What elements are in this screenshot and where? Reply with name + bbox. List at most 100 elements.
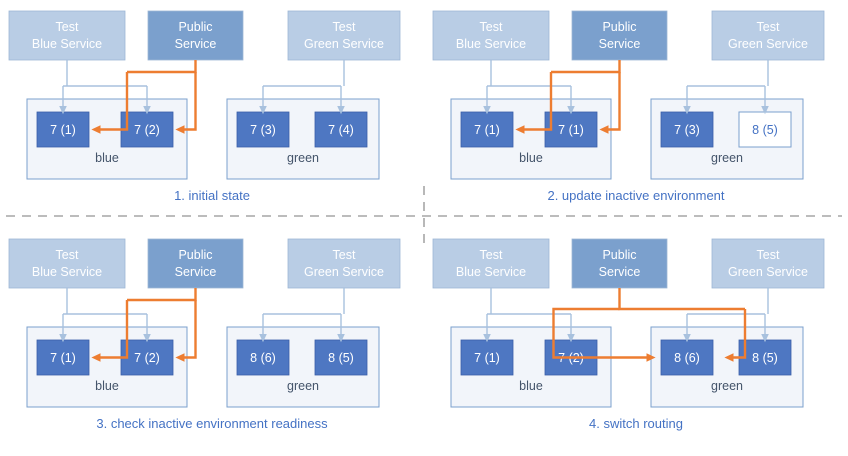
service-test-green-rect[interactable] (287, 10, 401, 61)
instance-green-2[interactable]: 7 (4) (314, 111, 368, 148)
service-test-blue-line1: Test (480, 20, 503, 34)
public-arrow-blue-1 (91, 72, 129, 134)
instance-green-1[interactable]: 7 (3) (236, 111, 290, 148)
service-test-blue-line1: Test (56, 248, 79, 262)
service-test-green-rect[interactable] (711, 10, 825, 61)
service-test-blue-line1: Test (480, 248, 503, 262)
service-test-blue-line2: Blue Service (32, 265, 102, 279)
service-test-blue-rect[interactable] (8, 10, 126, 61)
instance-green-2-label: 8 (5) (328, 351, 354, 365)
connector-test-green (259, 60, 345, 115)
instance-green-2-label: 7 (4) (328, 123, 354, 137)
service-public-line2: Service (599, 265, 641, 279)
service-public-rect[interactable] (571, 10, 668, 61)
service-test-green-line2: Green Service (728, 265, 808, 279)
connector-public-routing (552, 288, 747, 362)
service-public-line1: Public (602, 20, 636, 34)
instance-green-2[interactable]: 8 (5) (314, 339, 368, 376)
service-public-rect[interactable] (147, 238, 244, 289)
instance-blue-1-rect[interactable] (36, 111, 90, 148)
instance-blue-2-rect[interactable] (120, 339, 174, 376)
instance-green-2-label: 8 (5) (752, 351, 778, 365)
service-test-green-line1: Test (333, 248, 356, 262)
instance-green-1-rect[interactable] (236, 339, 290, 376)
service-test-blue-rect[interactable] (432, 238, 550, 289)
instance-green-1[interactable]: 8 (6) (236, 339, 290, 376)
instance-green-2[interactable]: 8 (5) (738, 339, 792, 376)
service-test-green-line1: Test (757, 20, 780, 34)
service-test-green-rect[interactable] (287, 238, 401, 289)
instance-blue-1[interactable]: 7 (1) (460, 339, 514, 376)
instance-blue-2-label: 7 (2) (134, 351, 160, 365)
instance-green-2[interactable]: 8 (5) (738, 111, 792, 148)
connector-public-routing (515, 60, 621, 134)
instance-blue-2[interactable]: 7 (2) (120, 339, 174, 376)
panel-caption-1: 1. initial state (174, 188, 250, 203)
connector-test-blue (483, 60, 575, 115)
instance-blue-1[interactable]: 7 (1) (36, 111, 90, 148)
service-public-rect[interactable] (571, 238, 668, 289)
service-test-green-line1: Test (333, 20, 356, 34)
instance-blue-1-label: 7 (1) (474, 123, 500, 137)
instance-blue-2[interactable]: 7 (1) (544, 111, 598, 148)
service-test-green-line1: Test (757, 248, 780, 262)
public-arrow-blue-1 (515, 72, 553, 134)
instance-blue-2-label: 7 (1) (558, 123, 584, 137)
service-test-blue-line2: Blue Service (32, 37, 102, 51)
instance-blue-1-label: 7 (1) (50, 123, 76, 137)
public-arrow-blue-2 (175, 300, 197, 362)
service-public-line1: Public (178, 20, 212, 34)
panel-caption-2: 2. update inactive environment (547, 188, 724, 203)
instance-green-1-label: 8 (6) (674, 351, 700, 365)
instance-green-2-rect[interactable] (738, 111, 792, 148)
service-public-line1: Public (178, 248, 212, 262)
instance-blue-1-label: 7 (1) (474, 351, 500, 365)
service-public-line1: Public (602, 248, 636, 262)
connector-test-blue (59, 288, 151, 343)
service-public-line2: Service (175, 265, 217, 279)
service-test-blue-line1: Test (56, 20, 79, 34)
service-public-line2: Service (599, 37, 641, 51)
instance-blue-2[interactable]: 7 (2) (120, 111, 174, 148)
connector-test-green (259, 288, 345, 343)
connector-test-blue (59, 60, 151, 115)
service-test-blue-rect[interactable] (432, 10, 550, 61)
public-bus-green (618, 288, 745, 311)
connector-public-routing (91, 60, 197, 134)
env-green-label: green (287, 151, 319, 165)
public-arrow-green-1 (552, 307, 656, 362)
public-arrow-green-2 (724, 309, 747, 362)
instance-green-2-rect[interactable] (738, 339, 792, 376)
instance-green-1[interactable]: 8 (6) (660, 339, 714, 376)
instance-green-1[interactable]: 7 (3) (660, 111, 714, 148)
instance-blue-1[interactable]: 7 (1) (460, 111, 514, 148)
instance-blue-2-rect[interactable] (544, 111, 598, 148)
instance-blue-1[interactable]: 7 (1) (36, 339, 90, 376)
panel-caption-4: 4. switch routing (589, 416, 683, 431)
public-bus-blue (127, 288, 197, 302)
service-test-green-rect[interactable] (711, 238, 825, 289)
service-public-rect[interactable] (147, 10, 244, 61)
instance-blue-1-rect[interactable] (460, 339, 514, 376)
env-green-label: green (711, 379, 743, 393)
instance-blue-1-rect[interactable] (36, 339, 90, 376)
service-test-blue-rect[interactable] (8, 238, 126, 289)
instance-green-2-label: 8 (5) (752, 123, 778, 137)
public-arrow-blue-2 (175, 72, 197, 134)
